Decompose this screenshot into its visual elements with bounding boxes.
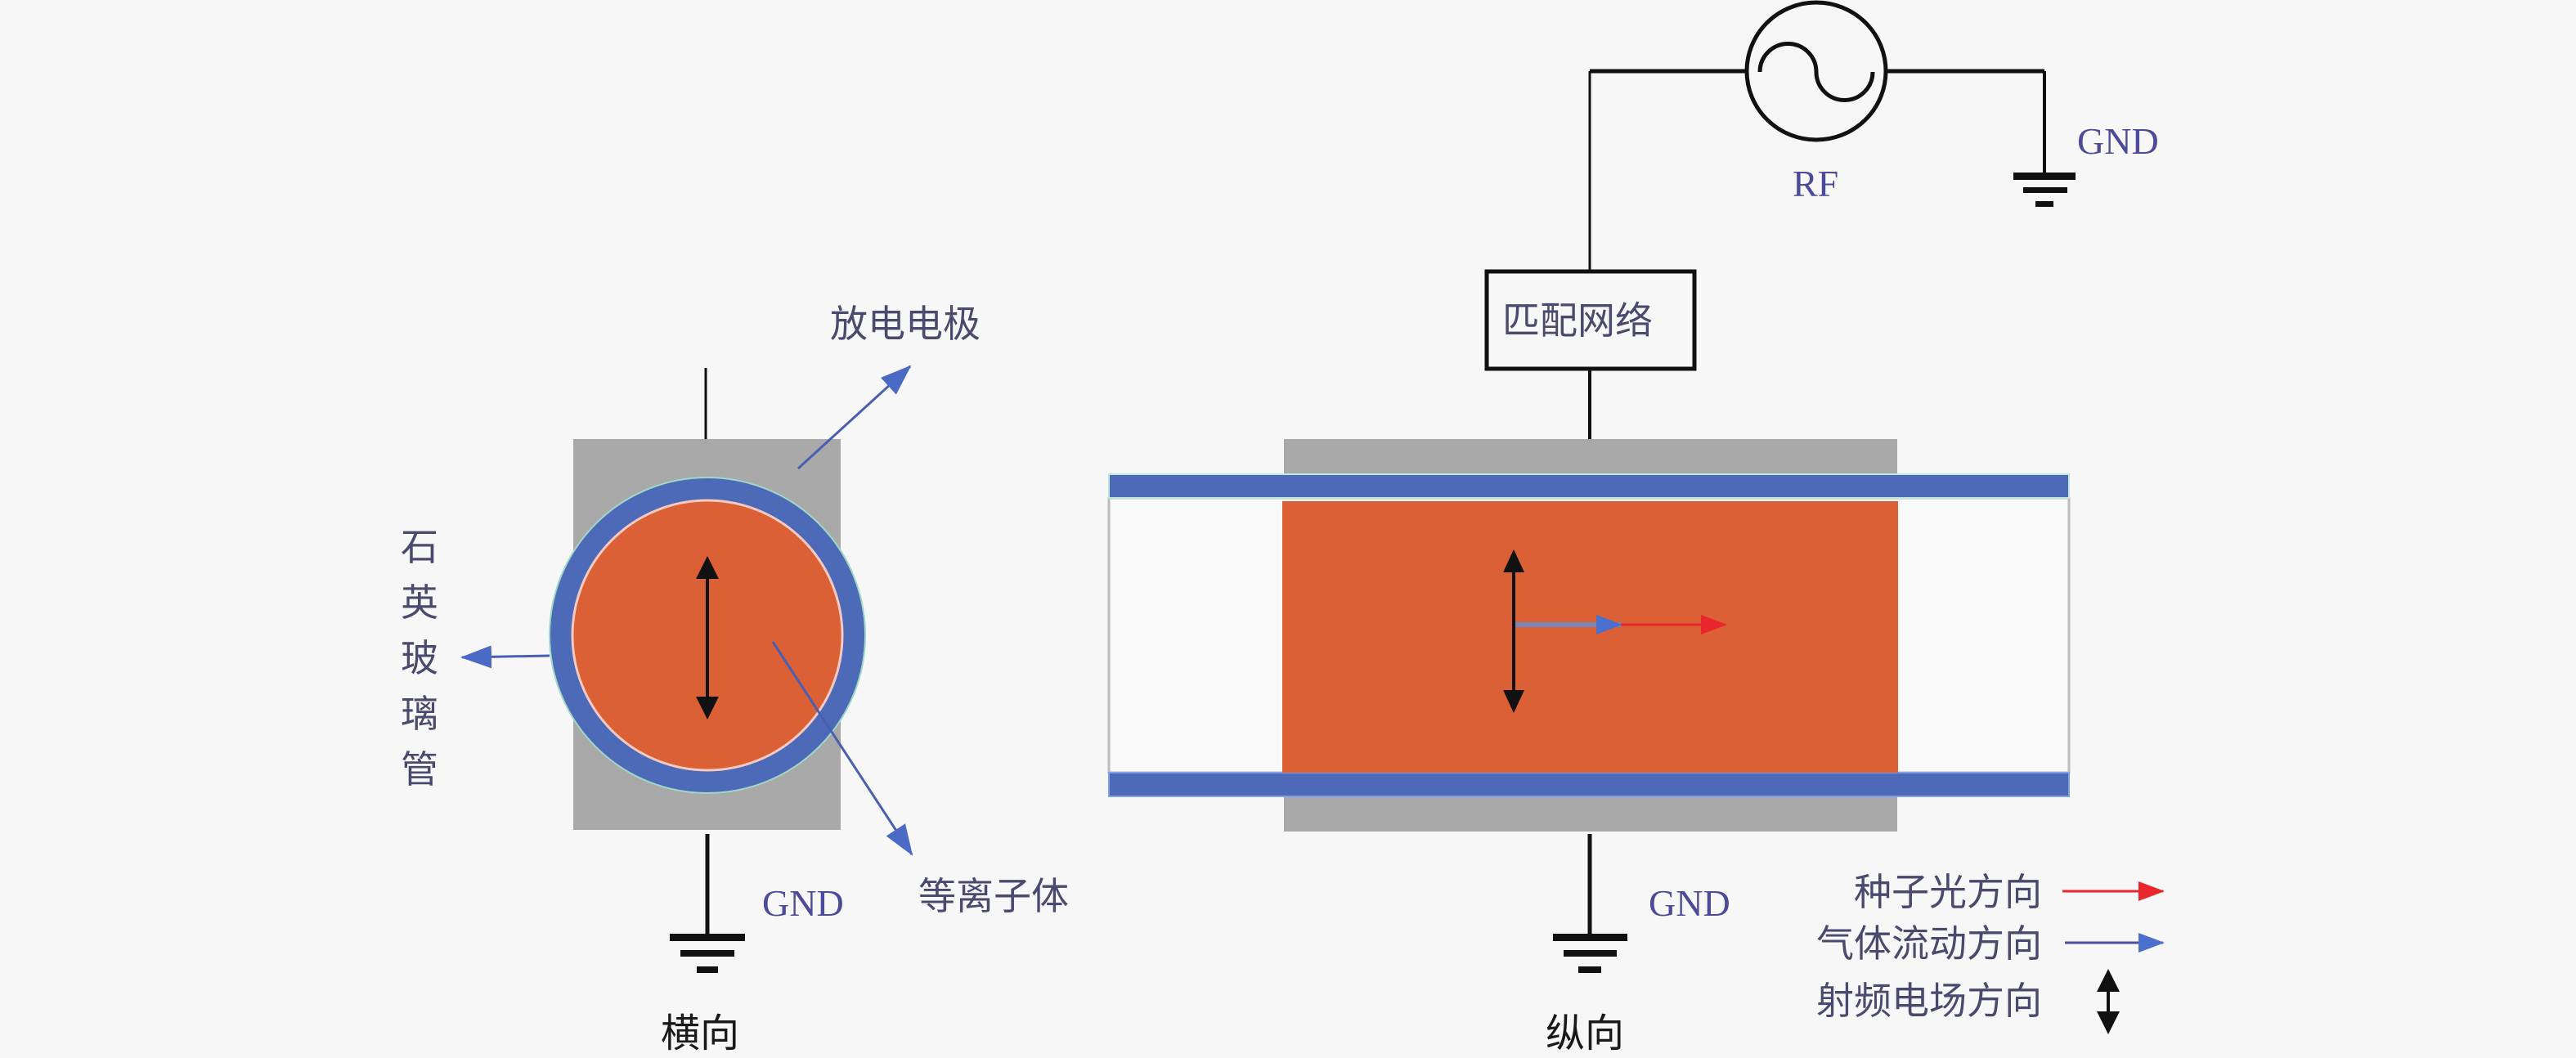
legend: 种子光方向 气体流动方向 射频电场方向 [1816, 870, 2165, 1034]
quartz-tube-pointer [460, 645, 550, 669]
rf-field-arrow-head-down [696, 697, 719, 720]
gnd-label-longitudinal: GND [1649, 882, 1730, 924]
black-double-arrow-icon [2097, 969, 2120, 1034]
gnd-label-transverse: GND [762, 882, 844, 924]
transverse-view: 放电电极 石 英 玻 璃 管 等离子体 GND 横向 [401, 302, 1069, 1056]
plasma-label: 等离子体 [918, 874, 1069, 918]
rf-field-arrow-head-down-longitudinal [1503, 690, 1524, 713]
legend-item-gas-flow: 气体流动方向 [1816, 921, 2165, 966]
longitudinal-view-caption: 纵向 [1546, 1011, 1624, 1056]
svg-text:英: 英 [401, 581, 438, 625]
top-electrode [1284, 439, 1897, 476]
plasma-pointer [771, 641, 913, 856]
svg-text:璃: 璃 [401, 692, 438, 736]
bottom-electrode [1284, 795, 1897, 832]
discharge-electrode-label: 放电电极 [830, 302, 981, 346]
transverse-view-caption: 横向 [661, 1011, 739, 1056]
longitudinal-view: RF GND 匹配网络 GND [1107, 0, 2159, 1056]
svg-text:石: 石 [401, 525, 438, 569]
rf-source-icon [1744, 0, 1888, 142]
ground-symbol-rf [2013, 173, 2076, 207]
quartz-tube-top-wall [1108, 473, 2070, 499]
ground-symbol-transverse [670, 834, 745, 973]
quartz-tube-bottom-wall [1108, 772, 2070, 797]
discharge-electrode-pointer [797, 365, 912, 470]
legend-label-seed-light: 种子光方向 [1854, 870, 2042, 914]
gnd-label-rf: GND [2077, 120, 2159, 162]
rf-field-arrow-head-up [696, 556, 719, 579]
svg-text:管: 管 [401, 747, 438, 791]
svg-text:玻: 玻 [401, 636, 438, 680]
rf-source-label: RF [1793, 163, 1838, 204]
legend-label-gas-flow: 气体流动方向 [1816, 921, 2042, 966]
legend-item-seed-light: 种子光方向 [1854, 870, 2165, 914]
rf-field-arrow-head-up-longitudinal [1503, 549, 1524, 572]
ground-symbol-longitudinal [1553, 834, 1627, 973]
legend-item-rf-field: 射频电场方向 [1816, 969, 2120, 1034]
matching-network-label: 匹配网络 [1502, 298, 1653, 343]
matching-network-box: 匹配网络 [1484, 269, 1697, 371]
plasma-region [1282, 501, 1898, 773]
quartz-tube-label: 石 英 玻 璃 管 [401, 525, 438, 791]
legend-label-rf-field: 射频电场方向 [1816, 979, 2042, 1023]
rf-circuit-wiring [1588, 69, 2046, 439]
